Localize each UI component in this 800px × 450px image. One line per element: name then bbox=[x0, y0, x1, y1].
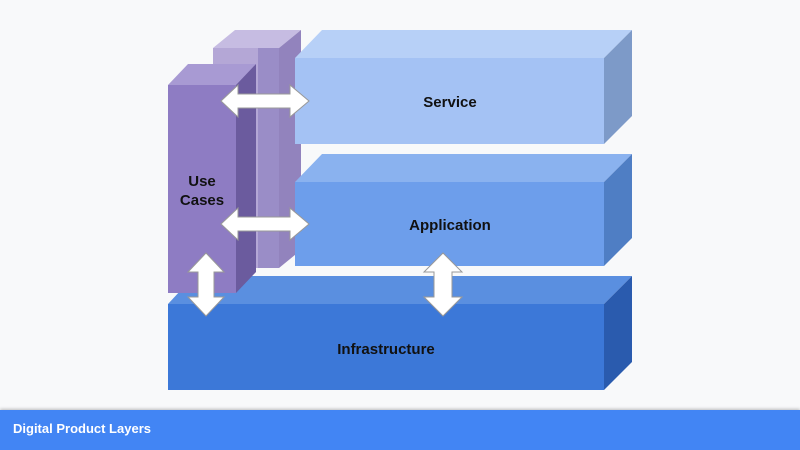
service-top bbox=[295, 30, 632, 58]
service-side bbox=[604, 30, 632, 144]
back-panel-stripe bbox=[258, 48, 279, 268]
infrastructure-block: Infrastructure bbox=[168, 276, 632, 390]
application-infrastructure-arrow bbox=[422, 252, 464, 317]
service-block: Service bbox=[295, 30, 632, 144]
application-top bbox=[295, 154, 632, 182]
application-front bbox=[295, 182, 604, 266]
back-panel-top bbox=[213, 30, 301, 48]
use-cases-top bbox=[168, 64, 256, 85]
layers-diagram: Infrastructure Application Service Use C… bbox=[168, 30, 632, 390]
footer-title: Digital Product Layers bbox=[13, 421, 151, 436]
infrastructure-top bbox=[168, 276, 632, 304]
usecases-infrastructure-arrow bbox=[186, 252, 226, 317]
service-front bbox=[295, 58, 604, 144]
use-cases-label-line2: Cases bbox=[180, 192, 224, 209]
use-cases-label-line1: Use bbox=[188, 173, 216, 190]
footer-bar: Digital Product Layers bbox=[0, 410, 800, 450]
infrastructure-label: Infrastructure bbox=[337, 341, 435, 358]
application-side bbox=[604, 154, 632, 266]
use-cases-side bbox=[236, 64, 256, 293]
application-block: Application bbox=[295, 154, 632, 266]
infrastructure-side bbox=[604, 276, 632, 390]
usecases-application-arrow bbox=[220, 206, 310, 242]
service-label: Service bbox=[423, 94, 476, 111]
application-label: Application bbox=[409, 217, 491, 234]
usecases-service-arrow bbox=[220, 83, 310, 119]
infrastructure-front bbox=[168, 304, 604, 390]
